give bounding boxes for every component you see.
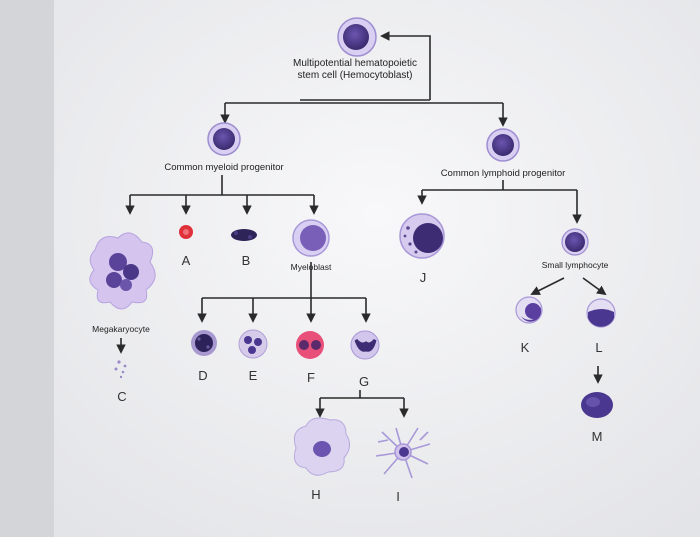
- letter-j: J: [420, 270, 427, 285]
- letter-d: D: [198, 368, 207, 383]
- stem-cell-label-line2: stem cell (Hemocytoblast): [297, 70, 412, 81]
- b-cell-image: [515, 296, 543, 324]
- letter-c: C: [117, 389, 126, 404]
- letter-h: H: [311, 487, 320, 502]
- letter-a: A: [182, 253, 191, 268]
- myeloid-progenitor-image: [207, 122, 241, 156]
- page-left-edge: [0, 0, 54, 537]
- letter-e: E: [249, 368, 258, 383]
- stem-cell-image: [337, 17, 377, 57]
- neutrophil-image: [238, 329, 268, 359]
- monocyte-image: [350, 330, 380, 360]
- connectors: [116, 31, 607, 418]
- letter-b: B: [242, 253, 251, 268]
- page-background: [54, 0, 700, 537]
- letter-m: M: [592, 429, 603, 444]
- red-blood-cell-image: [179, 225, 193, 239]
- lymphoid-progenitor-label: Common lymphoid progenitor: [441, 168, 566, 179]
- t-cell-image: [586, 298, 616, 328]
- megakaryocyte-label: Megakaryocyte: [92, 324, 150, 334]
- dendritic-cell-image: [375, 427, 431, 479]
- stem-cell-label-line1: Multipotential hematopoietic: [293, 58, 417, 69]
- eosinophil-image: [296, 331, 324, 359]
- myeloid-progenitor-label: Common myeloid progenitor: [164, 162, 283, 173]
- small-lymphocyte-image: [561, 228, 589, 256]
- letter-i: I: [396, 489, 400, 504]
- small-lymphocyte-label: Small lymphocyte: [542, 260, 609, 270]
- mast-cell-image: [231, 229, 257, 241]
- basophil-image: [191, 330, 217, 356]
- natural-killer-cell-image: [399, 213, 445, 259]
- plasma-cell-image: [581, 392, 613, 418]
- lymphoid-progenitor-image: [486, 128, 520, 162]
- myeloblast-image: [292, 219, 330, 257]
- macrophage-image: [293, 417, 350, 476]
- letter-k: K: [521, 340, 530, 355]
- letter-f: F: [307, 370, 315, 385]
- letter-l: L: [595, 340, 602, 355]
- platelets-image: [114, 360, 127, 379]
- megakaryocyte-image: [89, 232, 156, 310]
- letter-g: G: [359, 374, 369, 389]
- myeloblast-label: Myeloblast: [291, 262, 332, 272]
